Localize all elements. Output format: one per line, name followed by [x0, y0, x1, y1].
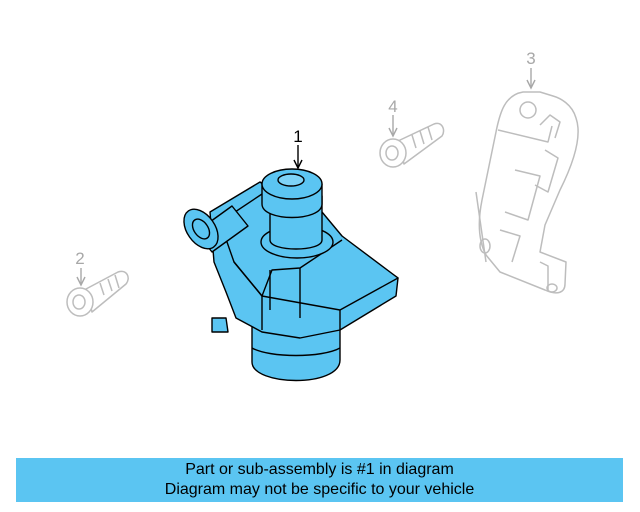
- bracket-part-3: [475, 91, 579, 294]
- bolt-part-4: [379, 122, 445, 168]
- parts-diagram: 1 4 3 2: [66, 49, 579, 382]
- callout-3: 3: [526, 49, 535, 68]
- callout-1: 1: [293, 127, 302, 146]
- callout-leaders: [76, 68, 536, 287]
- callout-4: 4: [388, 97, 397, 116]
- pump-part-1: [183, 168, 399, 382]
- banner-line-part: Part or sub-assembly is #1 in diagram: [185, 461, 454, 478]
- bolt-part-2: [66, 270, 129, 317]
- callout-2: 2: [75, 249, 84, 268]
- banner-line-disclaimer: Diagram may not be specific to your vehi…: [164, 481, 475, 498]
- info-banner: Part or sub-assembly is #1 in diagram Di…: [16, 458, 623, 502]
